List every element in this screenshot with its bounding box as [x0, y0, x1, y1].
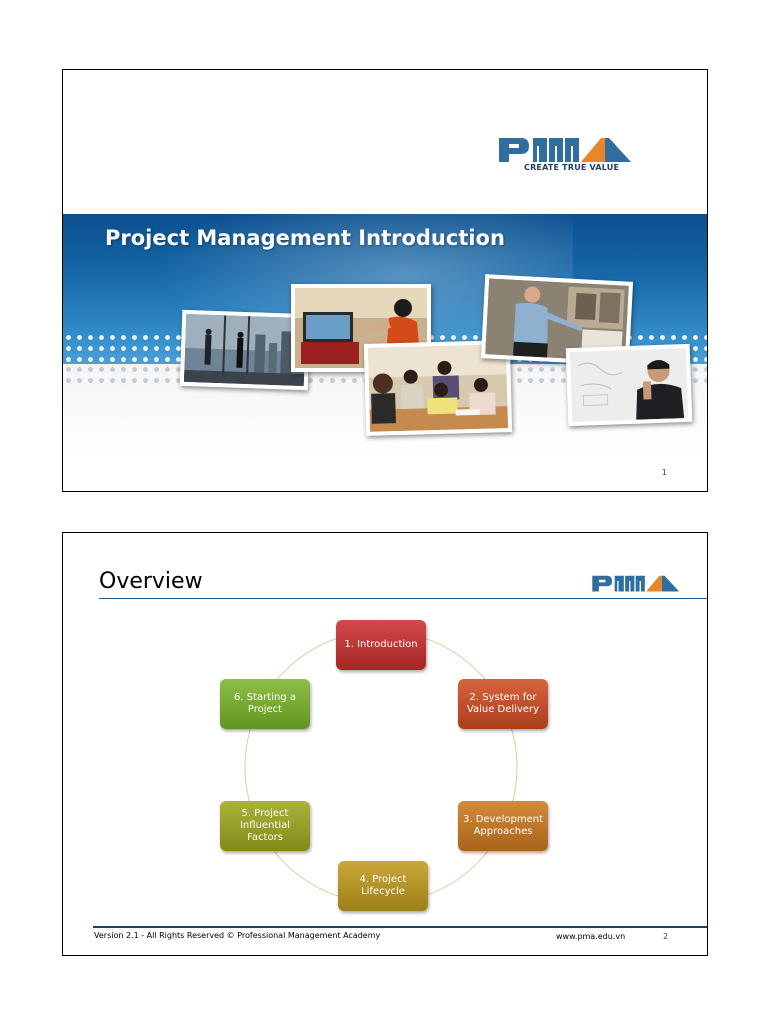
cycle-item-starting-project: 6. Starting a Project	[220, 679, 310, 729]
pma-logo-small	[591, 573, 679, 595]
page-number: 2	[663, 932, 669, 941]
photo-thinker	[565, 343, 693, 427]
cycle-item-introduction: 1. Introduction	[336, 620, 426, 670]
photo-team-meeting	[363, 340, 513, 436]
footer-rule	[93, 926, 707, 928]
pma-logo: CREATE TRUE VALUE	[497, 134, 643, 182]
footer-copyright: Version 2.1 - All Rights Reserved © Prof…	[94, 931, 381, 940]
photo-city-window	[179, 309, 311, 391]
logo-tagline: CREATE TRUE VALUE	[524, 163, 620, 172]
cycle-item-project-lifecycle: 4. Project Lifecycle	[338, 861, 428, 911]
slide-1: CREATE TRUE VALUE Project Management Int…	[62, 69, 708, 492]
footer-url[interactable]: www.pma.edu.vn	[556, 932, 626, 941]
page-number: 1	[661, 468, 667, 477]
slide-title: Project Management Introduction	[105, 226, 505, 250]
slide-title: Overview	[99, 569, 203, 594]
cycle-item-influential-factors: 5. Project Influential Factors	[220, 801, 310, 851]
title-rule	[99, 598, 707, 599]
cycle-item-development-approaches: 3. Development Approaches	[458, 801, 548, 851]
slide-2: Overview 1. Introduction 2. System for V…	[62, 532, 708, 956]
cycle-item-value-delivery: 2. System for Value Delivery	[458, 679, 548, 729]
overview-cycle-diagram: 1. Introduction 2. System for Value Deli…	[211, 615, 551, 915]
photo-presenter	[480, 274, 634, 366]
photo-presentation	[291, 284, 431, 372]
